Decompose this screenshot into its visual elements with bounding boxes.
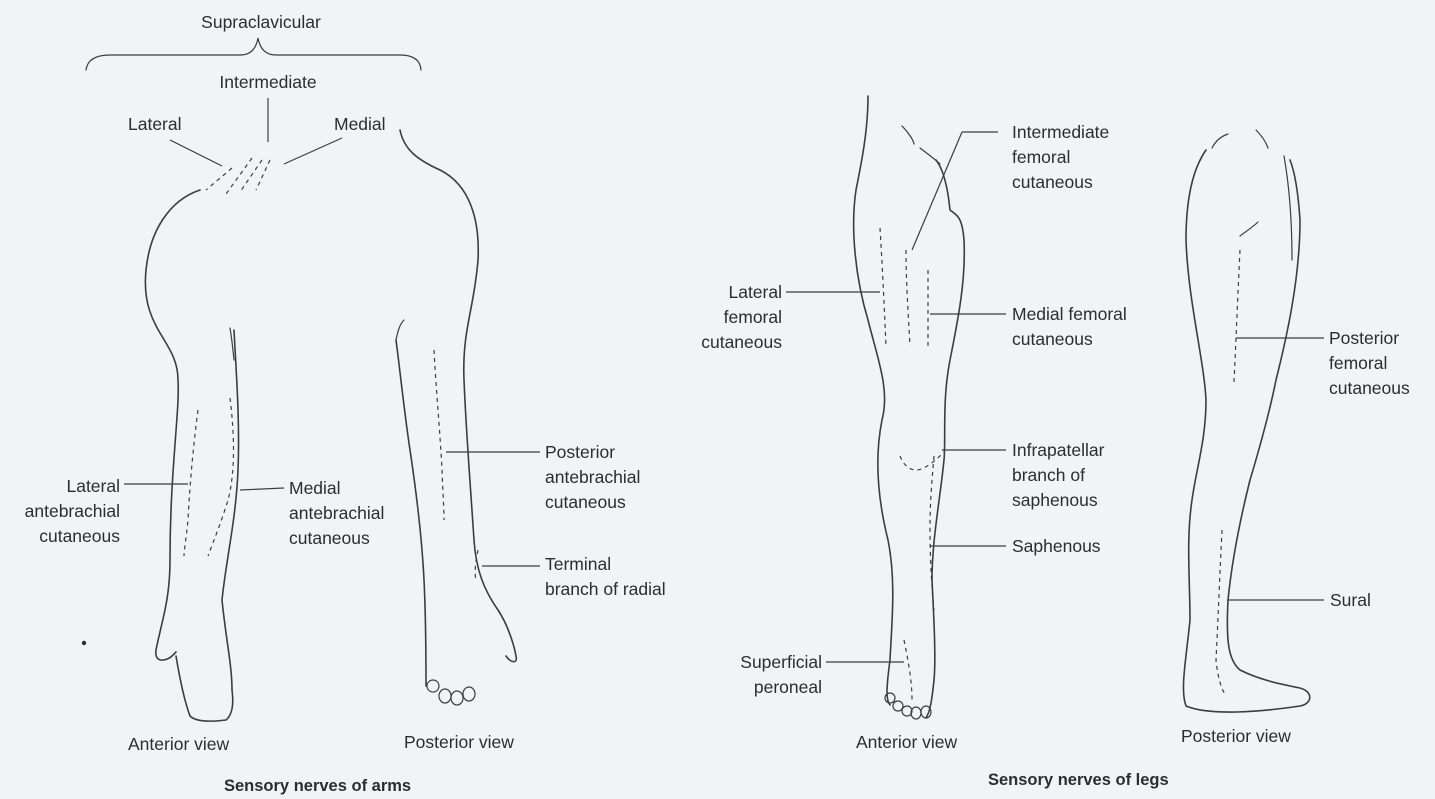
intermediate-femoral-leader-diag — [912, 132, 962, 250]
label-arm-posterior-view: Posterior view — [404, 730, 514, 755]
label-leg-posterior-view: Posterior view — [1181, 724, 1291, 749]
label-lateral: Lateral — [128, 112, 182, 137]
label-arm-anterior-view: Anterior view — [128, 732, 229, 757]
label-intermediate: Intermediate — [198, 70, 338, 95]
label-supraclavicular: Supraclavicular — [186, 10, 336, 35]
stray-dot — [82, 641, 86, 645]
label-terminal-radial: Terminal branch of radial — [545, 552, 666, 602]
label-lateral-antebrachial: Lateral antebrachial cutaneous — [0, 474, 120, 549]
posterior-arm-outline — [396, 130, 516, 686]
caption-arms: Sensory nerves of arms — [224, 777, 411, 796]
label-leg-anterior-view: Anterior view — [856, 730, 957, 755]
posterior-hand-fingers — [427, 680, 475, 705]
label-medial: Medial — [334, 112, 386, 137]
label-infrapatellar: Infrapatellar branch of saphenous — [1012, 438, 1104, 513]
posterior-leg-outline — [1183, 130, 1309, 712]
label-sural: Sural — [1330, 588, 1371, 613]
anterior-leg-outline — [854, 96, 965, 718]
label-saphenous: Saphenous — [1012, 534, 1101, 559]
anterior-leg-toes — [885, 693, 931, 719]
caption-legs: Sensory nerves of legs — [988, 771, 1169, 790]
label-lateral-femoral: Lateral femoral cutaneous — [660, 280, 782, 355]
anterior-arm-nerves — [184, 398, 234, 556]
label-intermediate-femoral: Intermediate femoral cutaneous — [1012, 120, 1109, 195]
lateral-leader — [170, 140, 222, 166]
label-medial-antebrachial: Medial antebrachial cutaneous — [289, 476, 384, 551]
label-superficial-peroneal: Superficial peroneal — [700, 650, 822, 700]
label-posterior-antebrachial: Posterior antebrachial cutaneous — [545, 440, 640, 515]
anterior-arm-outline — [145, 190, 238, 721]
label-posterior-femoral: Posterior femoral cutaneous — [1329, 326, 1410, 401]
label-medial-femoral: Medial femoral cutaneous — [1012, 302, 1127, 352]
medial-leader — [284, 138, 342, 164]
supraclavicular-brace — [86, 38, 421, 70]
medial-antebrachial-leader — [240, 488, 284, 490]
posterior-arm-nerves — [434, 350, 478, 580]
